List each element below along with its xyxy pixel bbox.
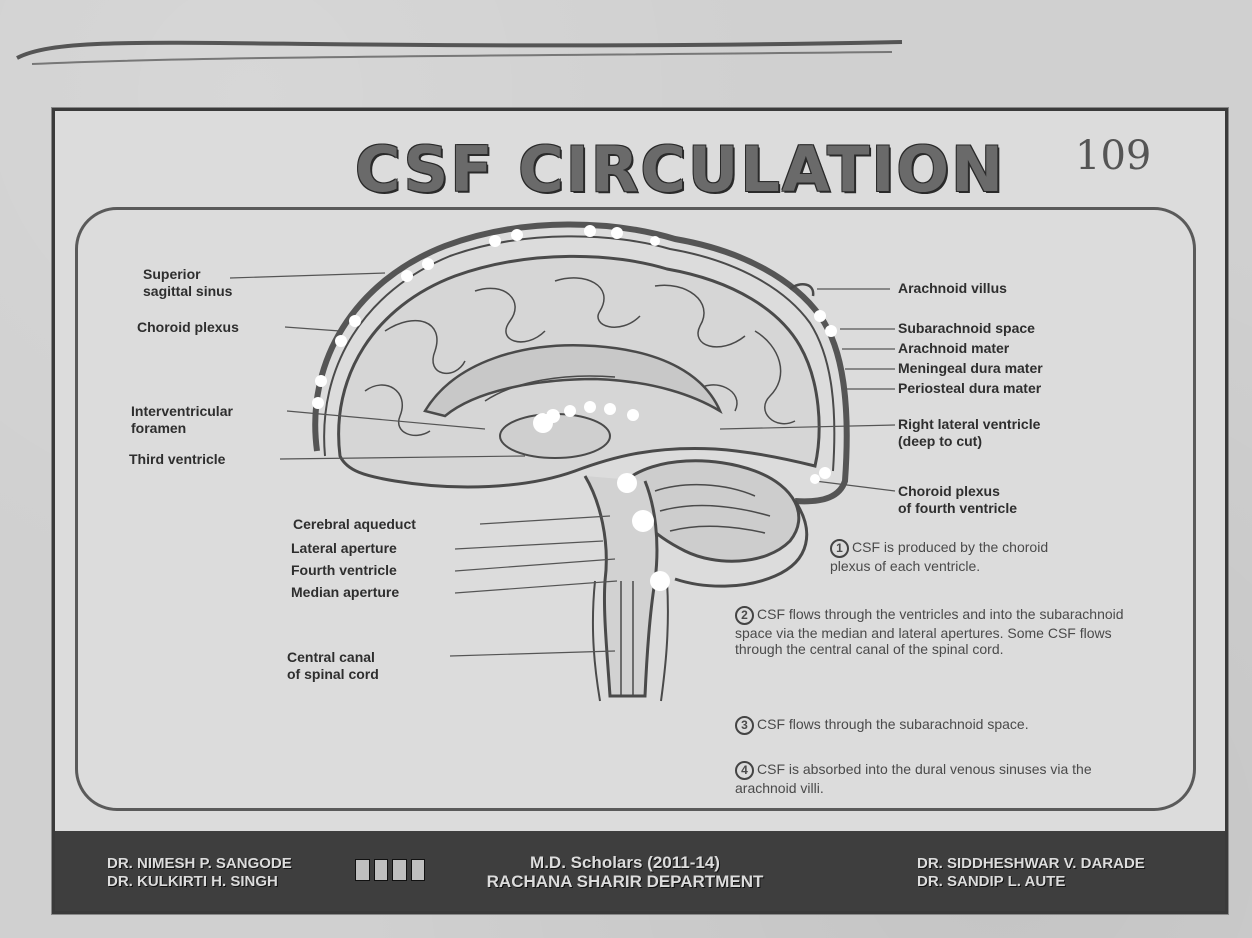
label-superior-sagittal-sinus: Superior sagittal sinus xyxy=(143,266,232,300)
step-4: 4CSF is absorbed into the dural venous s… xyxy=(735,761,1145,796)
step-number: 4 xyxy=(735,761,754,780)
footer-left-names: DR. NIMESH P. SANGODE DR. KULKIRTI H. SI… xyxy=(107,855,292,891)
label-arachnoid-villus: Arachnoid villus xyxy=(898,280,1007,297)
label-choroid-plexus: Choroid plexus xyxy=(137,319,239,336)
step-1: 1CSF is produced by the choroid plexus o… xyxy=(830,539,1080,574)
step-number: 3 xyxy=(735,716,754,735)
step-number: 1 xyxy=(830,539,849,558)
label-central-canal: Central canal of spinal cord xyxy=(287,649,379,683)
step-3: 3CSF flows through the subarachnoid spac… xyxy=(735,716,1145,735)
label-meningeal-dura-mater: Meningeal dura mater xyxy=(898,360,1043,377)
poster: CSF CIRCULATION 109 xyxy=(52,108,1228,914)
step-2: 2CSF flows through the ventricles and in… xyxy=(735,606,1145,657)
label-right-lateral-ventricle: Right lateral ventricle (deep to cut) xyxy=(898,416,1040,450)
logo-mark xyxy=(374,859,389,881)
institution-logos xyxy=(355,859,425,881)
pen-scribble xyxy=(12,30,912,70)
logo-mark xyxy=(392,859,407,881)
label-choroid-plexus-fourth-ventricle: Choroid plexus of fourth ventricle xyxy=(898,483,1017,517)
label-fourth-ventricle: Fourth ventricle xyxy=(291,562,397,579)
logo-mark xyxy=(355,859,370,881)
label-cerebral-aqueduct: Cerebral aqueduct xyxy=(293,516,416,533)
poster-footer: DR. NIMESH P. SANGODE DR. KULKIRTI H. SI… xyxy=(55,831,1225,911)
footer-right-names: DR. SIDDHESHWAR V. DARADE DR. SANDIP L. … xyxy=(917,855,1145,891)
label-interventricular-foramen: Interventricular foramen xyxy=(131,403,233,437)
label-median-aperture: Median aperture xyxy=(291,584,399,601)
step-number: 2 xyxy=(735,606,754,625)
label-periosteal-dura-mater: Periosteal dura mater xyxy=(898,380,1041,397)
label-subarachnoid-space: Subarachnoid space xyxy=(898,320,1035,337)
label-third-ventricle: Third ventricle xyxy=(129,451,225,468)
logo-mark xyxy=(411,859,426,881)
label-lateral-aperture: Lateral aperture xyxy=(291,540,397,557)
label-arachnoid-mater: Arachnoid mater xyxy=(898,340,1009,357)
footer-center-dept: M.D. Scholars (2011-14) RACHANA SHARIR D… xyxy=(445,853,805,891)
